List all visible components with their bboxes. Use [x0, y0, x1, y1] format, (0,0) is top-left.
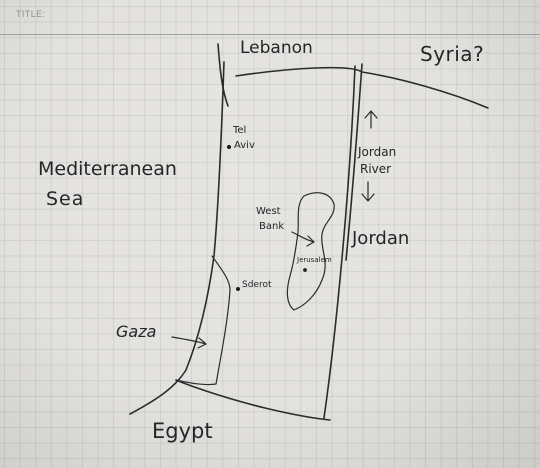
label-jordan: Jordan [352, 228, 410, 249]
label-tel: Tel [233, 125, 247, 136]
label-sea: Sea [46, 188, 85, 210]
title-divider [0, 34, 540, 35]
jordan-river-down-arrow [361, 181, 375, 202]
label-lebanon: Lebanon [240, 38, 313, 58]
gaza-arrow [171, 336, 207, 349]
gaza-strip-outline [175, 255, 231, 386]
label-west: West [256, 206, 281, 217]
lebanon-border-line [217, 43, 229, 107]
sderot-marker [236, 287, 240, 291]
tel-aviv-marker [226, 144, 232, 150]
west-bank-outline [286, 192, 335, 311]
label-syria: Syria? [420, 42, 485, 66]
jerusalem-marker [303, 268, 307, 272]
label-jordan-river-1: Jordan [358, 145, 397, 159]
eastern-border-outer [323, 65, 356, 419]
coastline [129, 61, 225, 415]
label-mediterranean: Mediterranean [38, 158, 177, 180]
label-aviv: Aviv [234, 140, 255, 151]
label-jerusalem: Jerusalem [297, 256, 332, 264]
label-egypt: Egypt [152, 419, 213, 443]
jordan-river-up-arrow [364, 110, 378, 129]
eastern-border-inner [345, 63, 363, 261]
label-jordan-river-2: River [360, 162, 392, 176]
syria-border-line [235, 66, 489, 109]
label-gaza: Gaza [116, 322, 157, 341]
west-bank-arrow [291, 231, 315, 247]
label-bank: Bank [259, 221, 285, 232]
egypt-border-line [175, 379, 331, 421]
label-sderot: Sderot [242, 280, 272, 290]
title-label: TITLE: [16, 9, 46, 19]
